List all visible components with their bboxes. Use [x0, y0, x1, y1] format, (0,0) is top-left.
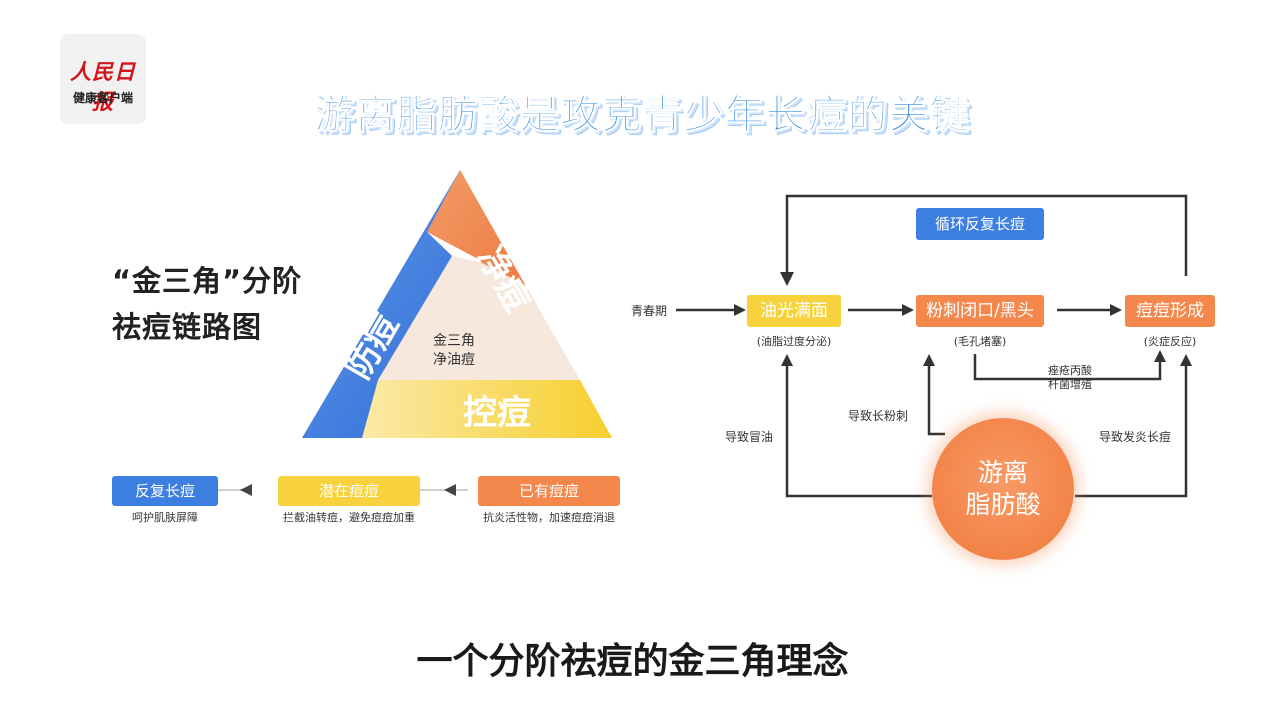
video-subtitle: 一个分阶祛痘的金三角理念 — [416, 641, 849, 682]
cause-comedone-label: 导致长粉刺 — [848, 409, 909, 423]
logo-name: 人民日报 — [70, 59, 136, 114]
cause-oil-line — [785, 362, 932, 498]
triangle-heading-line2: 祛痘链路图 — [112, 310, 263, 344]
node-acne-caption: (炎症反应) — [1143, 335, 1197, 348]
stage-arrowhead-2 — [444, 484, 456, 496]
stage-caption-recurring: 呵护肌肤屏障 — [132, 511, 198, 524]
triangle-center — [378, 256, 580, 380]
core-line2: 脂肪酸 — [965, 490, 1041, 519]
loop-arrowhead — [780, 272, 794, 286]
flow-arrowheads — [734, 272, 1192, 366]
page-title: 游离脂肪酸是攻克青少年长痘的关键 — [314, 92, 971, 139]
bacteria-line2: 杆菌增殖 — [1048, 378, 1092, 391]
core-circle: 游离 脂肪酸 — [932, 418, 1074, 560]
cause-comedone-arrowhead — [923, 354, 935, 366]
start-arrowhead — [734, 304, 746, 316]
flow-lines — [676, 194, 1188, 498]
node-acne: 痘痘形成 — [1125, 295, 1215, 327]
triangle-bottom-label: 控痘 — [463, 393, 531, 433]
triangle-yellow-band — [362, 380, 612, 438]
triangle-heading: “金三角”分阶 祛痘链路图 — [112, 258, 302, 350]
triangle-blue-band — [302, 170, 460, 438]
triangle-orange-band-top — [427, 170, 525, 285]
bacteria-line — [973, 354, 1162, 381]
logo: 人民日报 健康客户端 — [60, 34, 146, 124]
cause-inflam-arrowhead — [1180, 354, 1192, 366]
logo-subtitle: 健康客户端 — [72, 91, 133, 105]
triangle-center-line1: 金三角 — [433, 333, 475, 349]
node2-arrowhead — [1110, 304, 1122, 316]
node1-arrowhead — [902, 304, 914, 316]
cause-comedone-line — [927, 362, 945, 436]
stage-box-existing: 已有痘痘 — [478, 476, 620, 506]
cause-inflam-line — [1075, 362, 1188, 498]
bacteria-label: 痤疮丙酸 杆菌增殖 — [1030, 364, 1110, 392]
node-oily-caption: (油脂过度分泌) — [756, 335, 832, 348]
loop-box: 循环反复长痘 — [916, 208, 1044, 240]
core-line1: 游离 — [977, 458, 1028, 487]
bacteria-arrowhead — [1154, 350, 1166, 362]
stage-caption-latent: 拦截油转痘，避免痘痘加重 — [283, 511, 415, 524]
cause-inflam-label: 导致发炎长痘 — [1099, 430, 1172, 444]
stage-box-recurring: 反复长痘 — [112, 476, 218, 506]
node-comedone: 粉刺闭口/黑头 — [916, 295, 1044, 327]
triangle-blue-band-left — [302, 232, 452, 438]
triangle-center-line2: 净油痘 — [433, 352, 475, 368]
bacteria-line1: 痤疮丙酸 — [1048, 364, 1092, 377]
node-comedone-caption: (毛孔堵塞) — [953, 335, 1007, 348]
cause-oil-label: 导致冒油 — [725, 430, 774, 444]
loop-line — [785, 194, 1188, 278]
stage-arrowhead-1 — [240, 484, 252, 496]
triangle-heading-line1: “金三角”分阶 — [112, 264, 303, 298]
stage-box-latent: 潜在痘痘 — [278, 476, 420, 506]
node-oily: 油光满面 — [747, 295, 841, 327]
cause-oil-arrowhead — [781, 354, 793, 366]
start-label: 青春期 — [631, 304, 668, 318]
stage-caption-existing: 抗炎活性物，加速痘痘消退 — [483, 511, 615, 524]
